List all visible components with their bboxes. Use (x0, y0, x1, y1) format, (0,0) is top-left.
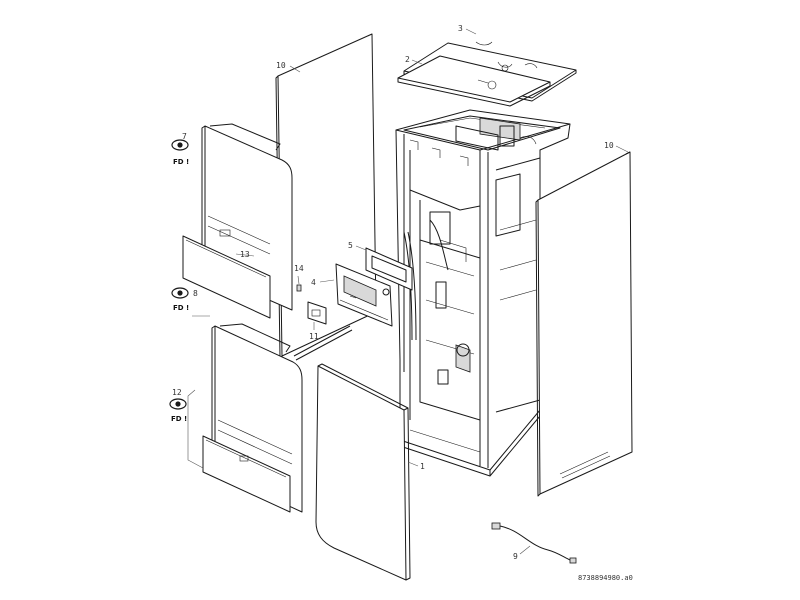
callout-13: 13 (240, 250, 250, 259)
part-5-display-frame (365, 247, 413, 291)
part-14-screw (296, 284, 302, 292)
callout-2: 2 (405, 55, 410, 64)
callout-12: 12 (172, 388, 182, 397)
eye-icon (169, 398, 187, 410)
fd-note-12: FD ! (171, 415, 187, 423)
leader-lines (187, 28, 629, 555)
callout-5: 5 (348, 241, 353, 250)
fd-note-7: FD ! (173, 158, 189, 166)
fd-note-8: FD ! (173, 304, 189, 312)
part-4-control-unit (335, 263, 393, 327)
part-1-front-door (315, 363, 411, 581)
callout-3: 3 (458, 24, 463, 33)
part-10-right-side-panel (535, 151, 633, 497)
part-13-front-insert (182, 235, 271, 319)
part-11-module (293, 301, 353, 361)
callout-4: 4 (311, 278, 316, 287)
part-9-cable (491, 522, 577, 564)
callout-1: 1 (420, 462, 425, 471)
callout-8: 8 (193, 289, 198, 298)
callout-14: 14 (294, 264, 304, 273)
callout-11: 11 (309, 332, 319, 341)
part-2-top-plate (397, 55, 551, 107)
callout-9: 9 (513, 552, 518, 561)
callout-7: 7 (182, 132, 187, 141)
part-12-lower-front-panel (202, 323, 303, 513)
drawing-code: 8738894980.a0 (578, 574, 633, 582)
eye-icon (171, 139, 189, 151)
eye-icon (171, 287, 189, 299)
callout-10-right: 10 (604, 141, 614, 150)
callout-10-left: 10 (276, 61, 286, 70)
